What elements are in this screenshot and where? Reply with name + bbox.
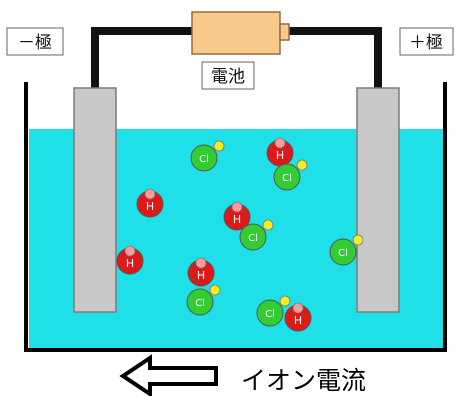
hydrogen-charge-badge [292,302,304,314]
hydrogen-ion: H [136,188,164,218]
positive-electrode [356,87,400,313]
chloride-charge-badge [352,234,364,246]
chloride-charge-badge [213,140,225,152]
ion-current-label: イオン電流 [241,366,366,395]
chloride-ion-symbol: Cl [248,233,258,244]
hydrogen-ion: H [187,257,215,287]
chloride-ion: Cl [329,234,364,266]
hydrogen-charge-badge [124,245,136,257]
chloride-ion: Cl [239,219,274,251]
chloride-ion: Cl [273,159,308,191]
chloride-ion-symbol: Cl [265,309,275,320]
chloride-charge-badge [279,295,291,307]
wire-positive [284,27,382,88]
hydrogen-ion-symbol: H [233,213,241,226]
hydrogen-ion: H [223,201,251,231]
chloride-ion-body [256,299,284,327]
chloride-ion-symbol: Cl [195,298,205,309]
positive-electrode-label: ＋極 [409,33,443,53]
chloride-charge-badge [209,284,221,296]
hydrogen-charge-badge [274,137,286,149]
hydrogen-ion: H [116,245,144,275]
chloride-ion: Cl [256,295,291,327]
positive-label-box [399,27,454,56]
battery-body [191,11,281,55]
chloride-ion-body [190,144,218,172]
chloride-ion-body [239,223,267,251]
beaker [24,82,447,352]
hydrogen-ion-symbol: H [197,269,205,282]
chloride-ion: Cl [186,284,221,316]
battery-label: 電池 [211,67,245,87]
hydrogen-ion-symbol: H [276,149,284,162]
negative-label-box [6,27,64,56]
chloride-ion-symbol: Cl [338,248,348,259]
chloride-ion-body [329,238,357,266]
ion-current-arrow [119,354,218,396]
chloride-charge-badge [262,219,274,231]
wire-negative [91,27,192,88]
chloride-ion-symbol: Cl [282,173,292,184]
hydrogen-ion-symbol: H [146,200,154,213]
hydrogen-ion: H [284,302,312,332]
negative-electrode [73,87,117,313]
chloride-ion: Cl [190,140,225,172]
hydrogen-charge-badge [231,201,243,213]
hydrogen-ion-symbol: H [294,314,302,327]
hydrogen-ion-symbol: H [126,257,134,270]
chloride-ion-body [273,163,301,191]
battery-label-box [201,61,255,90]
hydrogen-charge-badge [144,188,156,200]
battery-terminal [279,23,290,41]
chloride-ion-symbol: Cl [199,154,209,165]
chloride-charge-badge [296,159,308,171]
negative-electrode-label: －極 [18,33,52,53]
chloride-ion-body [186,288,214,316]
hydrogen-charge-badge [195,257,207,269]
